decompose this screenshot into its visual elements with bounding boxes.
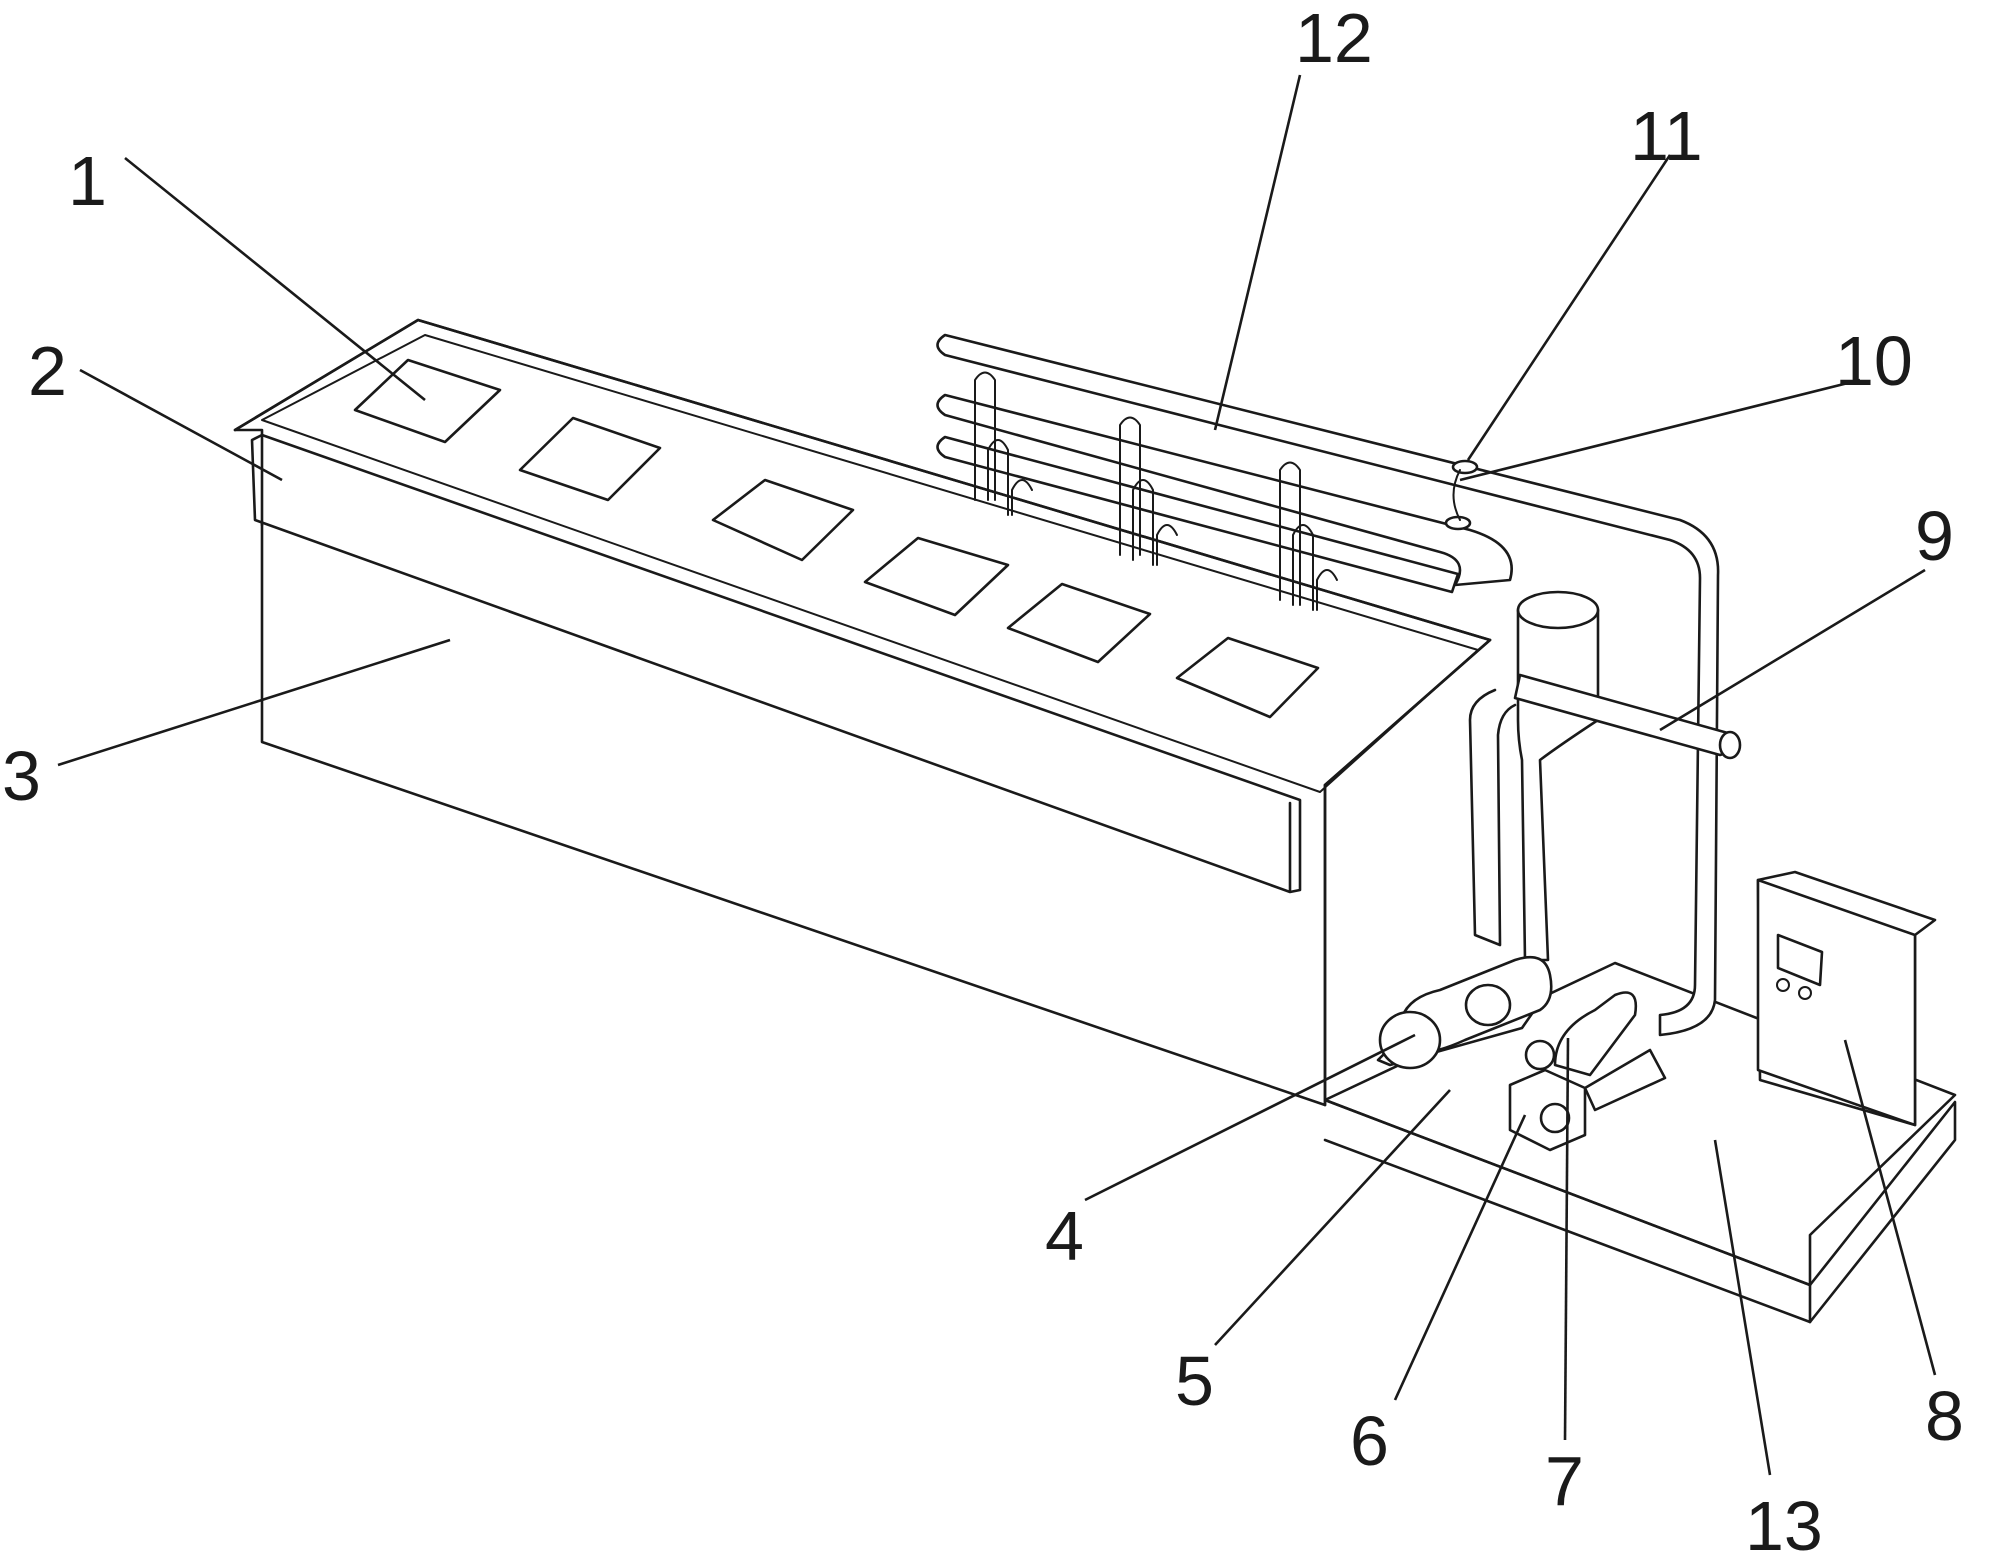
tank-top — [261, 334, 1479, 793]
manifold-pipes — [936, 333, 1720, 1037]
label-8: 8 — [1925, 1377, 1964, 1455]
valve-flanges — [1444, 459, 1479, 531]
label-9: 9 — [1915, 497, 1954, 575]
label-2: 2 — [28, 332, 67, 410]
cover-plate-4 — [863, 536, 1010, 617]
label-1: 1 — [68, 142, 107, 220]
label-10: 10 — [1835, 322, 1913, 400]
cover-plate-6 — [1175, 636, 1320, 719]
spray-taps — [974, 371, 1338, 611]
motor-assembly — [1376, 955, 1553, 1070]
filter-tower — [1468, 590, 1742, 962]
cover-plate-1 — [353, 358, 502, 444]
side-rail — [250, 433, 1302, 894]
label-12: 12 — [1295, 0, 1373, 77]
leader-lines — [57, 74, 1937, 1476]
label-13: 13 — [1745, 1487, 1823, 1559]
cover-plate-5 — [1006, 582, 1152, 664]
label-11: 11 — [1630, 97, 1703, 175]
control-cabinet — [1756, 870, 1937, 1127]
label-4: 4 — [1045, 1197, 1084, 1275]
label-5: 5 — [1175, 1342, 1214, 1420]
label-6: 6 — [1350, 1402, 1389, 1480]
label-3: 3 — [2, 737, 41, 815]
cover-plate-3 — [711, 478, 855, 562]
label-7: 7 — [1545, 1442, 1584, 1520]
cover-plate-2 — [518, 416, 662, 502]
